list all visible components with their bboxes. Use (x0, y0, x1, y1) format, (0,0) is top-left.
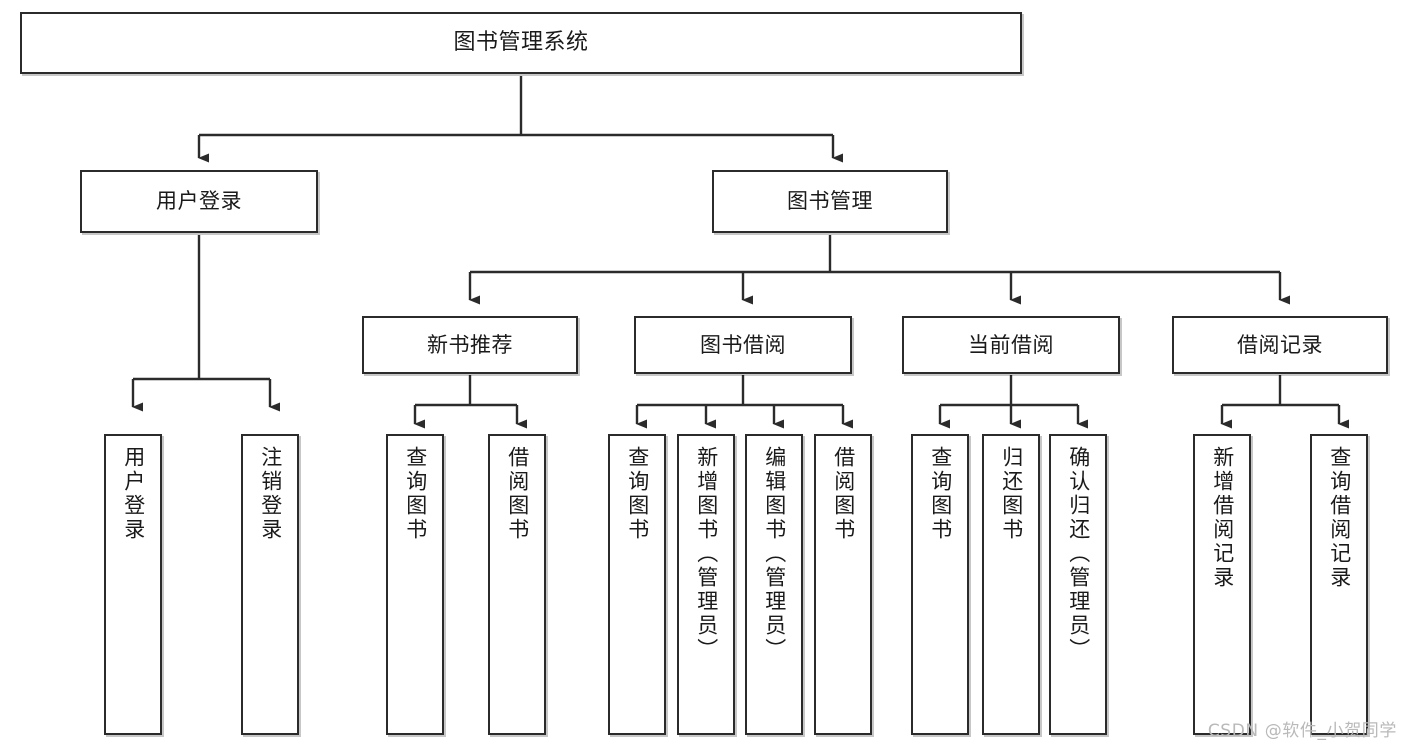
node-label: 当前借阅 (968, 332, 1054, 357)
node-book-borrowing[interactable]: 图书借阅 (634, 316, 852, 374)
leaf-edit-book-admin[interactable]: 编辑图书（管理员） (745, 434, 803, 735)
node-label: 借阅图书 (505, 446, 530, 542)
edges-userlogin-to-leaves (131, 235, 280, 412)
node-label: 查询图书 (403, 446, 428, 542)
node-label: 新增图书（管理员） (694, 446, 719, 662)
leaf-borrow-books-borrow[interactable]: 借阅图书 (814, 434, 872, 735)
leaf-user-login[interactable]: 用户登录 (104, 434, 162, 735)
node-label: 查询借阅记录 (1327, 446, 1352, 590)
node-label: 查询图书 (928, 446, 953, 542)
node-label: 确认归还（管理员） (1066, 446, 1091, 662)
node-label: 注销登录 (258, 446, 283, 542)
node-label: 新增借阅记录 (1210, 446, 1235, 590)
node-label: 用户登录 (121, 446, 146, 542)
node-label: 用户登录 (156, 189, 242, 214)
leaf-query-borrow-record[interactable]: 查询借阅记录 (1310, 434, 1368, 735)
node-label: 归还图书 (999, 446, 1024, 542)
leaf-logout[interactable]: 注销登录 (241, 434, 299, 735)
edges-currentborrow-to-leaves (938, 375, 1088, 429)
leaf-query-books-borrow[interactable]: 查询图书 (608, 434, 666, 735)
node-label: 新书推荐 (427, 332, 513, 357)
edges-borrowrecord-to-leaves (1220, 375, 1349, 429)
leaf-borrow-books-newbook[interactable]: 借阅图书 (488, 434, 546, 735)
node-label: 图书借阅 (700, 332, 786, 357)
node-borrowing-records[interactable]: 借阅记录 (1172, 316, 1388, 374)
node-label: 借阅图书 (831, 446, 856, 542)
leaf-confirm-return-admin[interactable]: 确认归还（管理员） (1049, 434, 1107, 735)
node-current-borrowing[interactable]: 当前借阅 (902, 316, 1120, 374)
node-label: 查询图书 (625, 446, 650, 542)
watermark-text: CSDN @软件_小贺同学 (1207, 721, 1397, 741)
leaf-query-books-newbook[interactable]: 查询图书 (386, 434, 444, 735)
leaf-add-borrow-record[interactable]: 新增借阅记录 (1193, 434, 1251, 735)
leaf-return-books[interactable]: 归还图书 (982, 434, 1040, 735)
node-label: 图书管理 (787, 189, 873, 214)
node-root-book-management-system[interactable]: 图书管理系统 (20, 12, 1022, 74)
node-label: 借阅记录 (1237, 332, 1323, 357)
node-label: 图书管理系统 (453, 30, 589, 56)
leaf-add-book-admin[interactable]: 新增图书（管理员） (677, 434, 735, 735)
node-new-book-recommendation[interactable]: 新书推荐 (362, 316, 578, 374)
edges-bookmgmt-to-level3 (468, 235, 1290, 305)
node-label: 编辑图书（管理员） (762, 446, 787, 662)
leaf-query-books-current[interactable]: 查询图书 (911, 434, 969, 735)
edges-bookborrow-to-leaves (635, 375, 853, 429)
edges-root-to-level2 (197, 76, 843, 163)
edges-newbook-to-leaves (413, 375, 527, 429)
node-book-management[interactable]: 图书管理 (712, 170, 948, 233)
node-user-login[interactable]: 用户登录 (80, 170, 318, 233)
